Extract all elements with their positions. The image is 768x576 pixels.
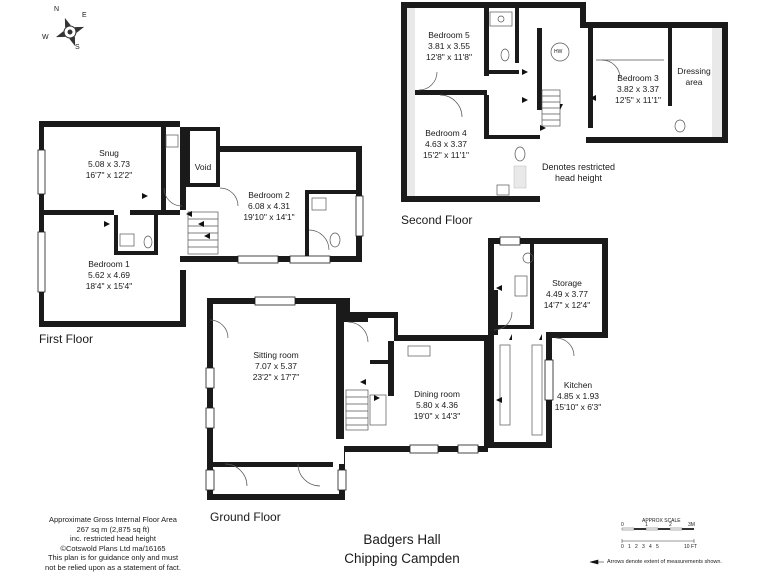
- room-void: Void: [194, 162, 212, 172]
- hw-label: HW: [554, 49, 563, 55]
- scale-ft-0: 0: [621, 544, 624, 550]
- scale-m-1: 1: [645, 522, 648, 528]
- floor-label-first: First Floor: [39, 332, 93, 346]
- ground-floor-plan: [205, 236, 608, 500]
- compass-n: N: [54, 6, 60, 13]
- compass-w: W: [42, 34, 49, 41]
- compass-icon: [55, 17, 85, 47]
- restricted-height-swatch: [513, 165, 527, 189]
- scale-ft-4: 4: [649, 544, 652, 550]
- compass-e: E: [82, 12, 87, 19]
- arrows-note: Arrows denote extent of measurements sho…: [607, 559, 722, 565]
- measurement-arrows: [104, 69, 596, 403]
- arrow-legend-icon: [589, 559, 604, 565]
- scale-ft-5: 5: [656, 544, 659, 550]
- scale-m-0: 0: [621, 522, 624, 528]
- room-dressing-area: Dressing area: [677, 66, 711, 87]
- scale-ft-10: 10 FT: [684, 544, 698, 550]
- scale-m-2: 2: [669, 522, 672, 528]
- scale-ft-1: 1: [628, 544, 631, 550]
- second-floor-plan: [401, 2, 728, 202]
- scale-ft-2: 2: [635, 544, 638, 550]
- compass-s: S: [75, 44, 80, 51]
- floor-label-ground: Ground Floor: [210, 510, 281, 524]
- scale-ft-3: 3: [642, 544, 645, 550]
- scale-bar: [621, 527, 695, 543]
- scale-title: APPROX SCALE: [642, 518, 681, 524]
- scale-m-3: 3M: [688, 522, 695, 528]
- floor-label-second: Second Floor: [401, 213, 473, 227]
